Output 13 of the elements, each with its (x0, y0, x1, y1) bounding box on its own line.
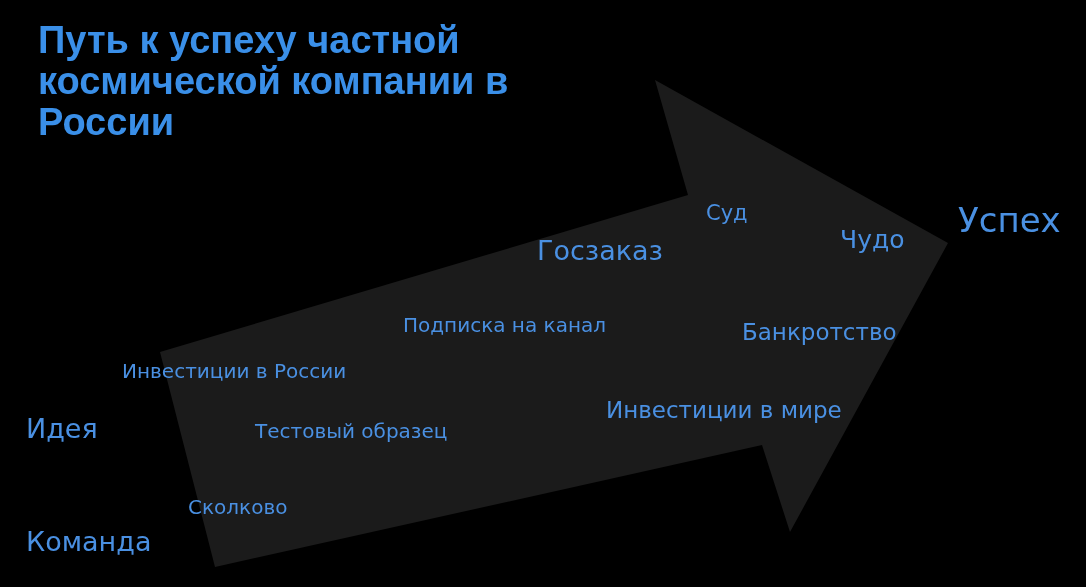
step-label: Сколково (188, 496, 288, 518)
step-label: Команда (26, 527, 152, 557)
step-label: Банкротство (742, 320, 897, 346)
step-label: Идея (26, 414, 98, 444)
step-label: Чудо (840, 226, 905, 254)
step-label: Госзаказ (537, 236, 663, 266)
step-label: Суд (706, 202, 748, 226)
step-label: Инвестиции в мире (606, 398, 842, 424)
step-label: Тестовый образец (255, 420, 448, 442)
slide-title: Путь к успеху частной космической компании в России (38, 20, 510, 144)
step-label: Успех (958, 202, 1061, 240)
step-label: Подписка на канал (403, 314, 606, 336)
step-label: Инвестиции в России (122, 360, 347, 382)
